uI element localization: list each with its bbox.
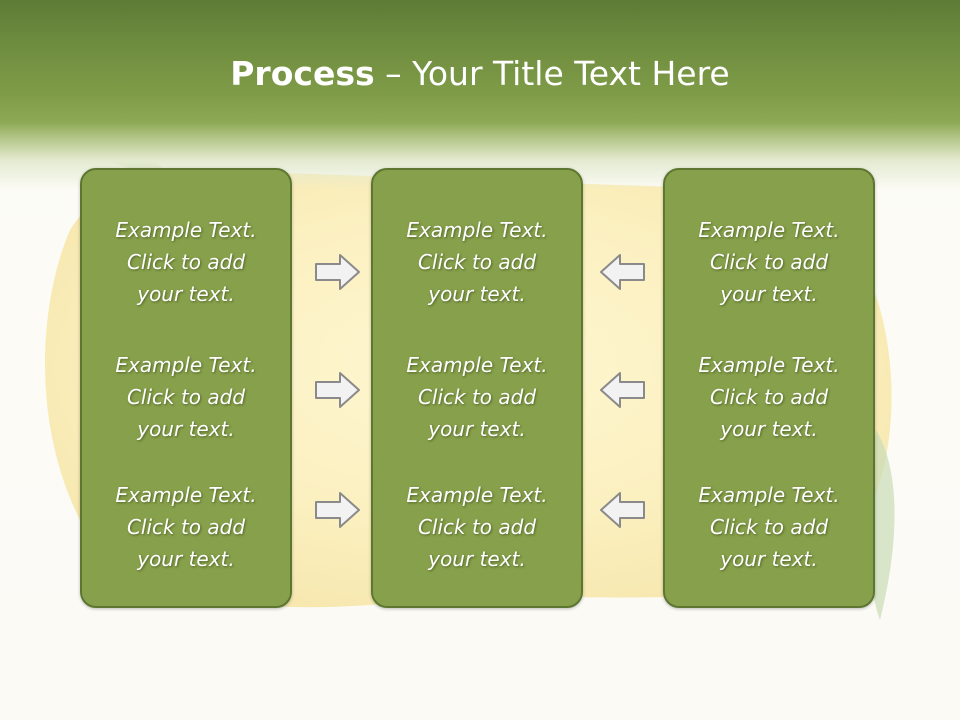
- text-line: your text.: [137, 417, 235, 441]
- text-line: your text.: [428, 282, 526, 306]
- text-line: Example Text.: [406, 218, 548, 242]
- process-box-center[interactable]: Example Text. Click to add your text. Ex…: [371, 168, 583, 608]
- text-line: Example Text.: [115, 353, 257, 377]
- text-line: your text.: [137, 547, 235, 571]
- left-arrow-icon[interactable]: [598, 252, 646, 292]
- text-line: Example Text.: [406, 483, 548, 507]
- text-block[interactable]: Example Text. Click to add your text.: [665, 214, 873, 310]
- left-arrow-icon[interactable]: [598, 490, 646, 530]
- text-line: Example Text.: [698, 353, 840, 377]
- text-line: Example Text.: [698, 218, 840, 242]
- right-arrow-icon[interactable]: [314, 490, 362, 530]
- text-line: Click to add: [709, 250, 829, 274]
- text-block[interactable]: Example Text. Click to add your text.: [373, 214, 581, 310]
- title-rest-part: – Your Title Text Here: [374, 54, 730, 93]
- text-line: Example Text.: [115, 218, 257, 242]
- text-line: Click to add: [417, 515, 537, 539]
- text-line: Click to add: [709, 385, 829, 409]
- text-block[interactable]: Example Text. Click to add your text.: [82, 479, 290, 575]
- text-block[interactable]: Example Text. Click to add your text.: [665, 349, 873, 445]
- text-block[interactable]: Example Text. Click to add your text.: [373, 349, 581, 445]
- text-line: Click to add: [126, 515, 246, 539]
- process-box-left[interactable]: Example Text. Click to add your text. Ex…: [80, 168, 292, 608]
- process-box-right[interactable]: Example Text. Click to add your text. Ex…: [663, 168, 875, 608]
- text-line: your text.: [428, 547, 526, 571]
- right-arrow-icon[interactable]: [314, 370, 362, 410]
- text-line: Click to add: [417, 250, 537, 274]
- header-band: [0, 0, 960, 190]
- text-line: Click to add: [126, 250, 246, 274]
- text-line: your text.: [720, 417, 818, 441]
- slide-title[interactable]: Process – Your Title Text Here: [0, 52, 960, 96]
- text-block[interactable]: Example Text. Click to add your text.: [82, 214, 290, 310]
- left-arrow-icon[interactable]: [598, 370, 646, 410]
- text-line: your text.: [137, 282, 235, 306]
- text-line: Example Text.: [406, 353, 548, 377]
- right-arrow-icon[interactable]: [314, 252, 362, 292]
- title-bold-part: Process: [230, 54, 375, 93]
- text-line: Click to add: [709, 515, 829, 539]
- text-block[interactable]: Example Text. Click to add your text.: [665, 479, 873, 575]
- text-block[interactable]: Example Text. Click to add your text.: [82, 349, 290, 445]
- text-line: Example Text.: [698, 483, 840, 507]
- text-line: Click to add: [417, 385, 537, 409]
- text-line: Click to add: [126, 385, 246, 409]
- text-line: your text.: [720, 282, 818, 306]
- text-line: your text.: [720, 547, 818, 571]
- text-line: your text.: [428, 417, 526, 441]
- text-line: Example Text.: [115, 483, 257, 507]
- text-block[interactable]: Example Text. Click to add your text.: [373, 479, 581, 575]
